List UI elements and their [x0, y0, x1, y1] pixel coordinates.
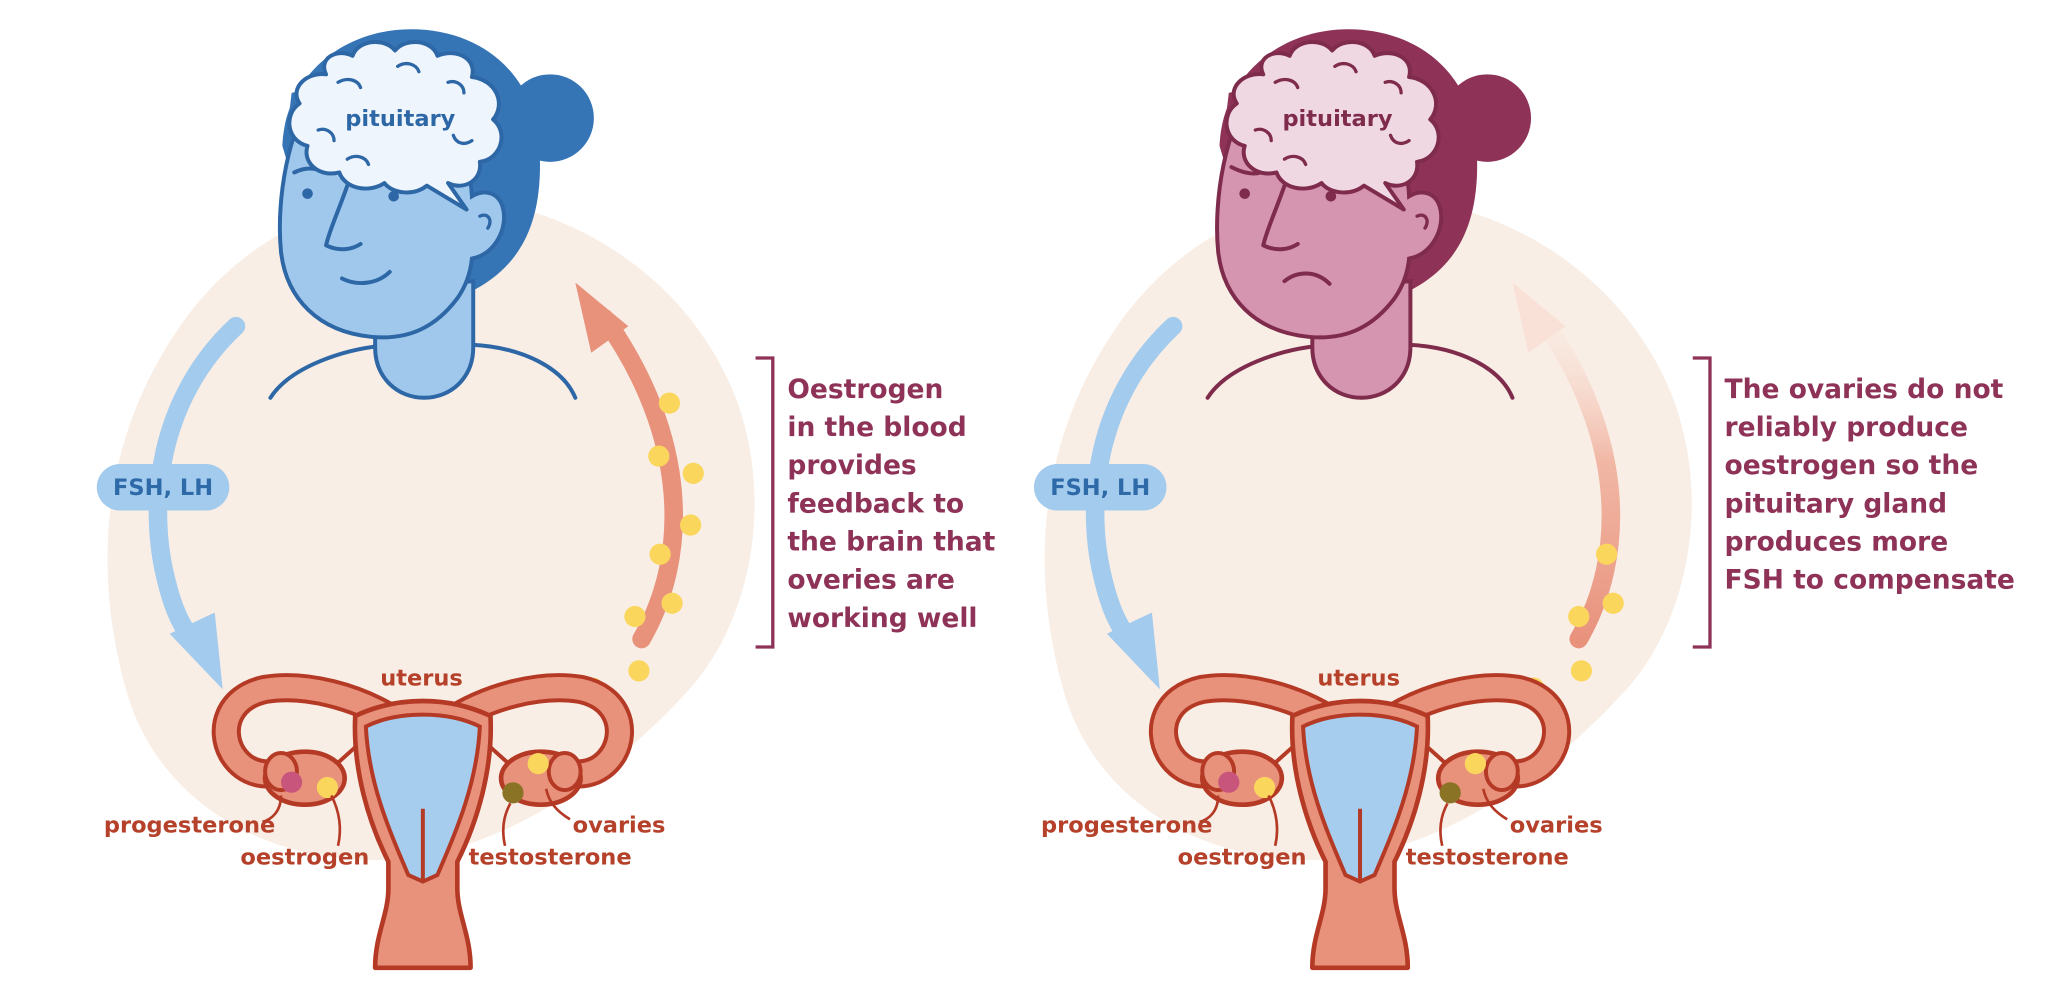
oestrogen-dot — [1602, 592, 1624, 614]
caption-line: Oestrogen — [787, 374, 943, 405]
caption-line: The ovaries do not — [1725, 374, 2004, 405]
head-illustration: pituitary — [268, 29, 594, 400]
uterus-label: uterus — [380, 665, 463, 691]
eye-right — [1325, 190, 1337, 202]
caption-bracket — [1692, 356, 1712, 649]
nose — [324, 183, 363, 252]
oestrogen-dot — [1568, 605, 1590, 628]
ovaries-label: ovaries — [573, 813, 666, 839]
fsh-arrow — [1085, 316, 1183, 690]
oestrogen-feedback-arrow — [575, 282, 683, 649]
panel-insufficient: FSH, LH — [1033, 29, 2015, 971]
progesterone-label: progesterone — [1041, 813, 1212, 839]
caption-line: oestrogen so the — [1725, 450, 1979, 481]
caption-line: overies are — [787, 565, 955, 596]
pituitary-brain: pituitary — [287, 40, 504, 212]
testosterone-label: testosterone — [469, 844, 632, 870]
uterus-illustration — [1148, 673, 1572, 971]
pituitary-brain: pituitary — [1224, 40, 1441, 212]
caption-line: pituitary gland — [1725, 488, 1948, 519]
eye-left — [1239, 188, 1251, 199]
panel-healthy: FSH, LH — [96, 29, 996, 971]
progesterone-label: progesterone — [104, 813, 275, 839]
svg-text:pituitary: pituitary — [1282, 106, 1392, 132]
fsh-lh-label: FSH, LH — [1033, 464, 1167, 511]
oestrogen-dot — [649, 543, 671, 565]
caption-text: The ovaries do not reliably produce oestro… — [1725, 374, 2015, 596]
oestrogen-dot — [648, 445, 670, 467]
caption-line: working well — [787, 603, 977, 634]
eye-left — [302, 188, 313, 199]
caption-line: in the blood — [787, 412, 966, 443]
oestrogen-dot — [624, 605, 646, 628]
svg-text:FSH, LH: FSH, LH — [1050, 475, 1150, 501]
oestrogen-label: oestrogen — [240, 844, 369, 870]
oestrogen-feedback-arrow — [1512, 282, 1621, 649]
oestrogen-marker-left — [316, 776, 339, 799]
mouth — [1282, 271, 1332, 286]
oestrogen-dot — [628, 660, 650, 682]
svg-text:pituitary: pituitary — [345, 106, 455, 132]
caption-line: produces more — [1725, 526, 1949, 557]
oestrogen-dot — [682, 462, 704, 484]
testosterone-label: testosterone — [1406, 844, 1569, 870]
oestrogen-dot — [1595, 543, 1618, 565]
oestrogen-dot — [1570, 660, 1593, 682]
testosterone-marker — [1439, 782, 1461, 804]
uterus-illustration — [211, 673, 634, 971]
testosterone-marker — [502, 782, 524, 804]
brain-outline — [1224, 40, 1441, 212]
fsh-lh-label: FSH, LH — [96, 464, 230, 511]
progesterone-marker — [1218, 771, 1240, 793]
oestrogen-label: oestrogen — [1178, 844, 1307, 870]
head-illustration: pituitary — [1205, 29, 1532, 400]
caption-line: feedback to — [787, 488, 964, 519]
fsh-arrow — [148, 316, 246, 690]
caption-text: Oestrogen in the blood provides feedback to… — [787, 374, 995, 634]
caption-line: FSH to compensate — [1725, 565, 2015, 596]
ovaries-label: ovaries — [1510, 813, 1603, 839]
nose — [1261, 183, 1300, 252]
mouth — [340, 269, 392, 286]
oestrogen-dot — [661, 592, 683, 614]
oestrogen-marker-right — [527, 753, 549, 775]
caption-bracket — [755, 356, 775, 649]
uterus-label: uterus — [1317, 665, 1400, 691]
caption-line: provides — [787, 450, 916, 481]
oestrogen-dot — [658, 392, 681, 414]
oestrogen-marker-left — [1253, 776, 1276, 799]
eye-right — [388, 190, 399, 202]
caption-line: the brain that — [787, 526, 995, 557]
brain-outline — [287, 40, 504, 212]
uterine-cavity — [363, 712, 482, 884]
oestrogen-marker-right — [1464, 753, 1486, 775]
oestrogen-dot — [680, 514, 702, 536]
uterine-cavity — [1300, 712, 1420, 884]
caption-line: reliably produce — [1725, 412, 1968, 443]
progesterone-marker — [281, 771, 303, 793]
svg-text:FSH, LH: FSH, LH — [113, 475, 213, 501]
